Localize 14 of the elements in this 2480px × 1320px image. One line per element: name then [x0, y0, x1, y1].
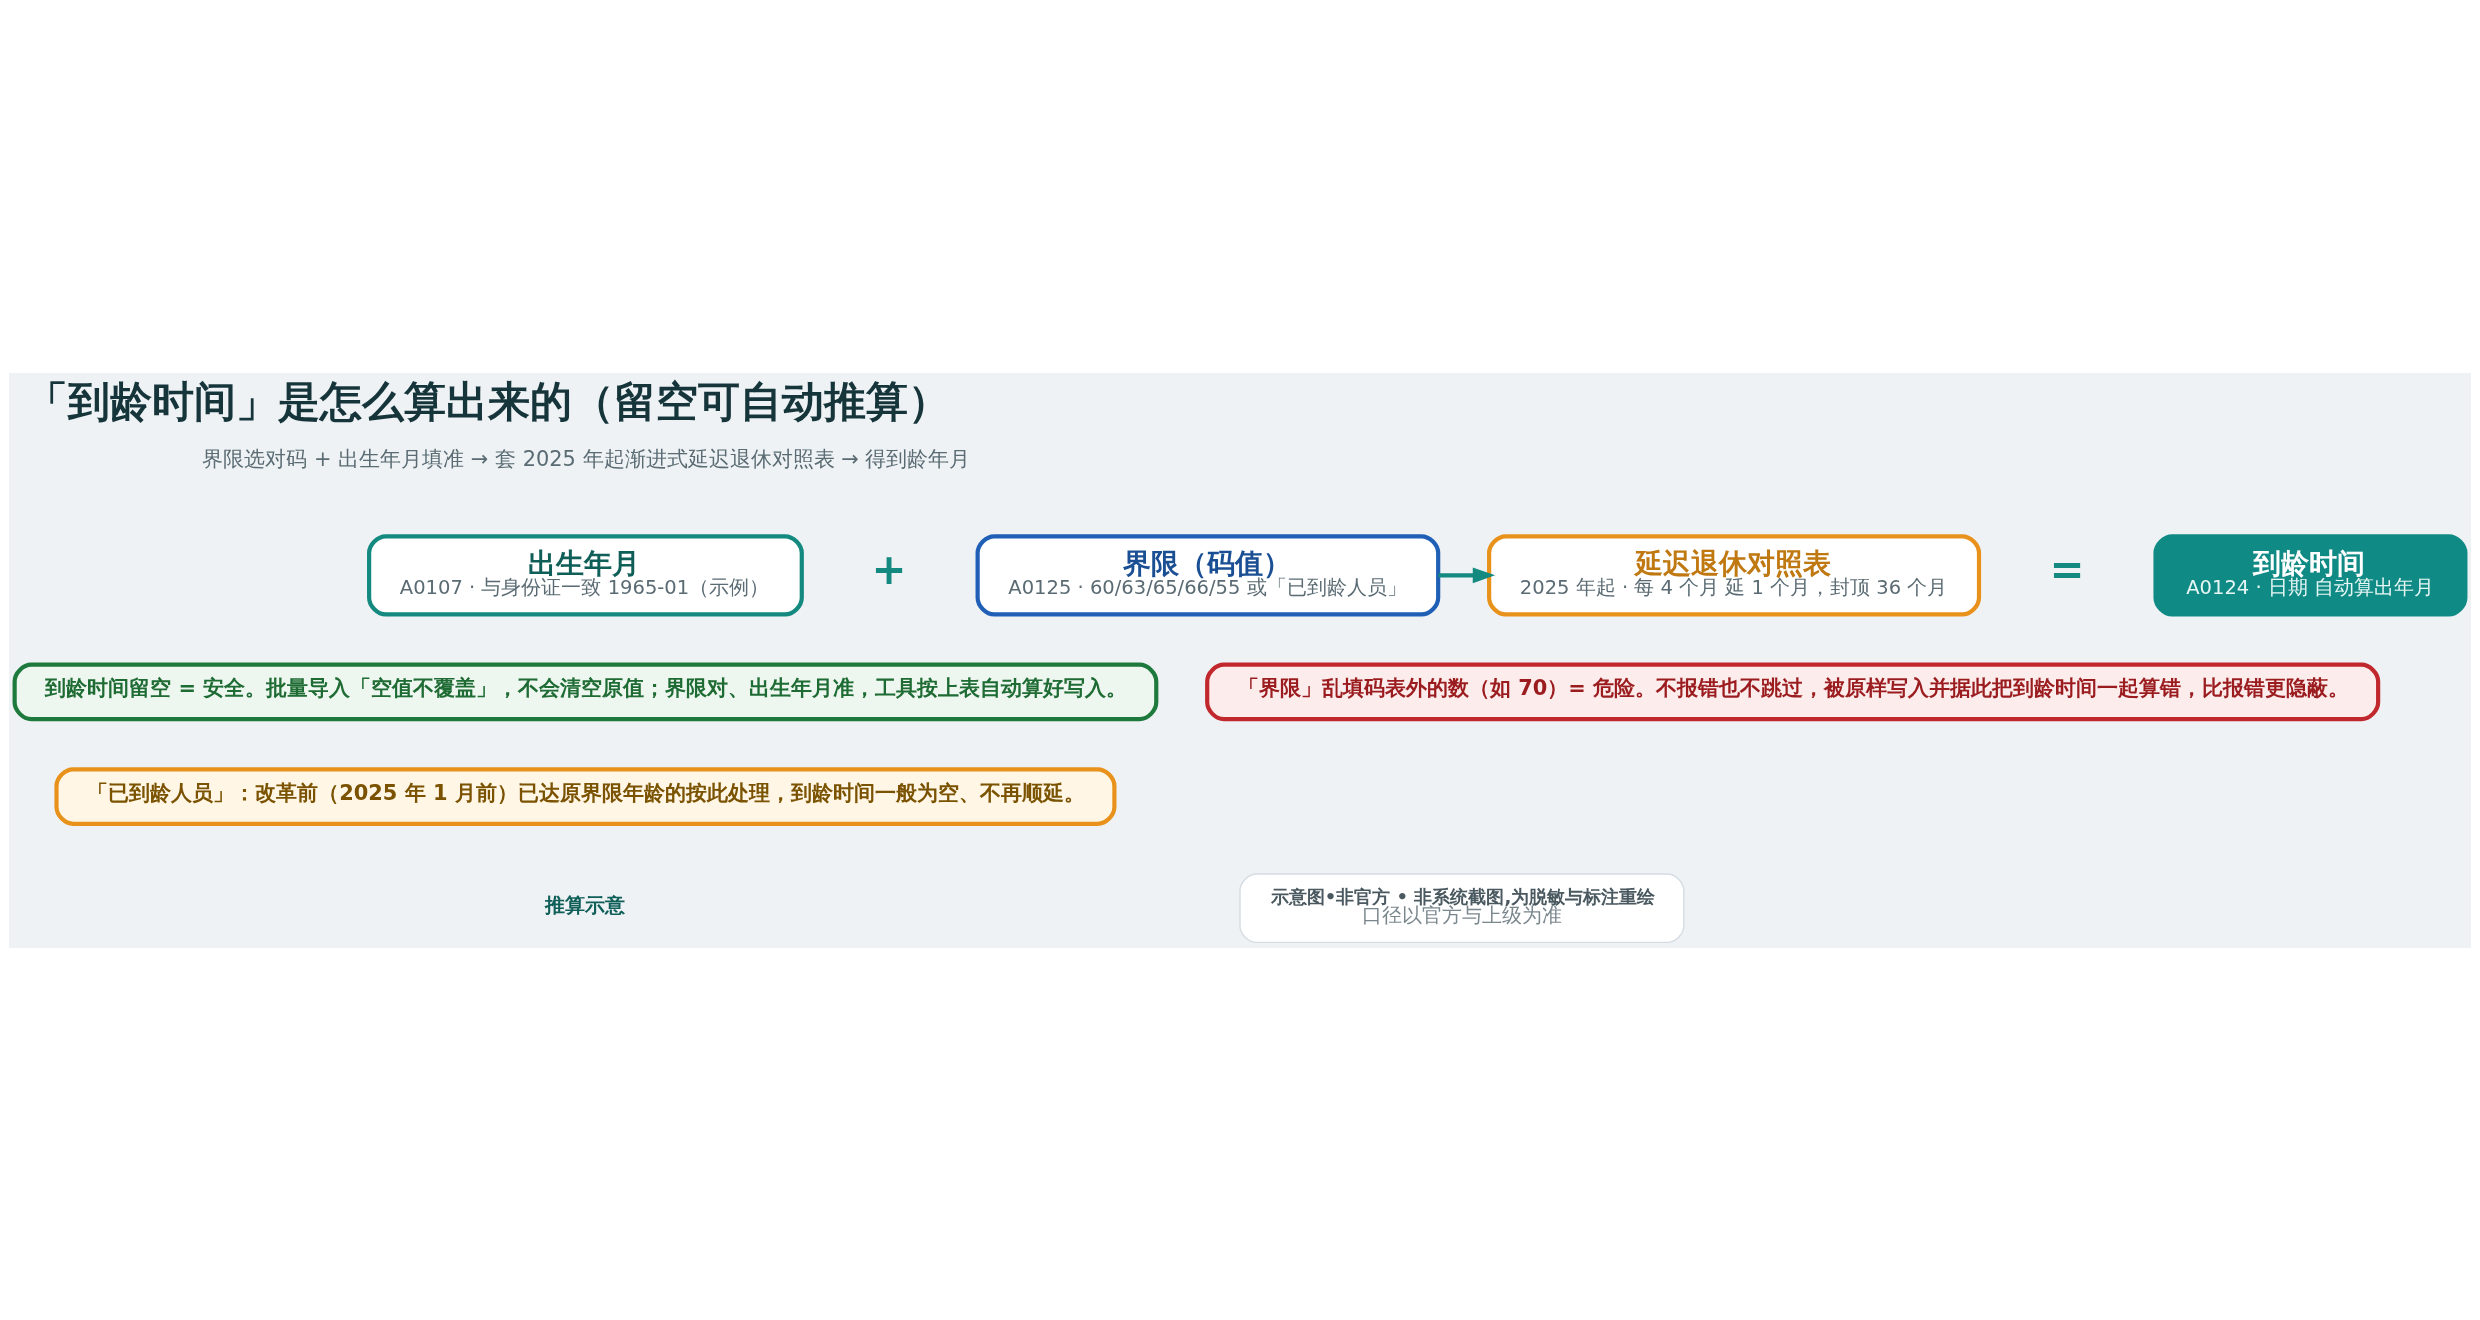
node-box: 「已到龄人员」：改革前（2025 年 1 月前）已达原界限年龄的按此处理，到龄时间一般为空、不再顺延。	[54, 766, 1117, 826]
node-box: 到龄时间留空 = 安全。批量导入「空值不覆盖」，不会清空原值；界限对、出生年月准，工具按上表自动算好写入。	[12, 662, 1159, 721]
node-box: 「界限」乱填码表外的数（如 70）= 危险。不报错也不跳过，被原样写入并据此把到龄时间一起算错，比报错更隐蔽。	[1205, 662, 2381, 721]
arrow	[1438, 567, 1496, 583]
label: +	[871, 544, 907, 594]
node-box: 界限（码值） A0125 · 60/63/65/66/55 或「已到龄人员」	[975, 533, 1441, 617]
node-box: 到龄时间 A0124 · 日期 自动算出年月	[2153, 533, 2468, 617]
label: 推算示意	[544, 893, 625, 917]
node-box: 延迟退休对照表 2025 年起 · 每 4 个月 延 1 个月，封顶 36 个月	[1487, 533, 1982, 617]
label: =	[2049, 544, 2085, 594]
node-box: 出生年月 A0107 · 与身份证一致 1965-01（示例）	[367, 533, 804, 617]
node-box: 示意图•非官方 • 非系统截图,为脱敏与标注重绘 口径以官方与上级为准	[1239, 872, 1685, 943]
diagram-title: 「到龄时间」是怎么算出来的（留空可自动推算）	[25, 376, 950, 426]
label: 界限选对码 + 出生年月填准 → 套 2025 年起渐进式延迟退休对照表 → 得到龄年月	[202, 446, 971, 471]
